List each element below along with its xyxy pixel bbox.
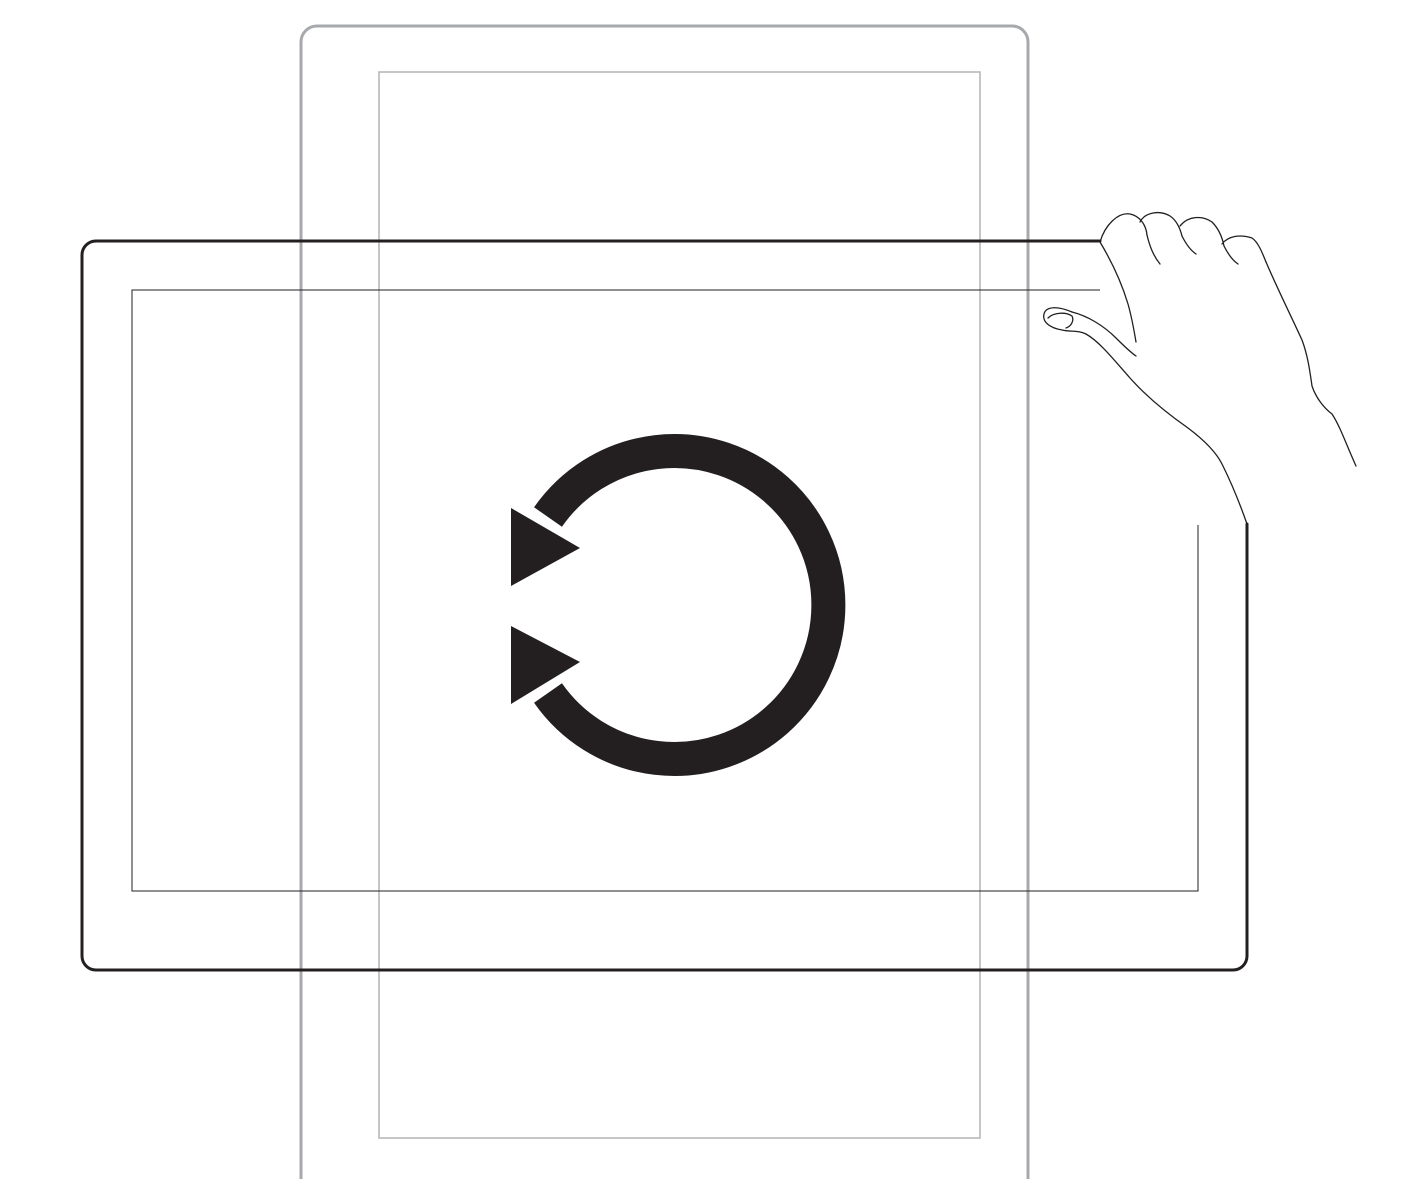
hand-crease-2 [1181,235,1197,255]
portrait-device-frame [299,24,1030,1179]
hand-thumb [1043,307,1248,525]
hand-crease-1 [1146,234,1161,265]
hand-finger-2 [1139,211,1183,237]
rotate-arrow-icon [511,434,846,776]
hand-thumbnail [1047,312,1074,329]
landscape-device-screen [131,289,1199,892]
rotate-arrowhead-upper [511,508,580,586]
hand-crease-3 [1223,245,1239,265]
hand-finger-3 [1179,216,1225,247]
portrait-device-screen [378,71,981,1139]
hand-mask [1100,235,1260,525]
hand-back [1265,261,1357,467]
rotate-arrowhead-lower [511,626,580,704]
hand-icon [1043,211,1357,957]
tablet-portrait-outline [299,24,1030,1179]
hand-finger-1 [1099,213,1148,243]
landscape-device-frame [80,239,1249,972]
hand-thumb-upper [1071,311,1137,357]
hand-finger-4 [1221,235,1267,263]
rotate-arc [534,434,846,776]
hand-palm [1099,241,1137,343]
tablet-landscape-outline [80,239,1249,972]
